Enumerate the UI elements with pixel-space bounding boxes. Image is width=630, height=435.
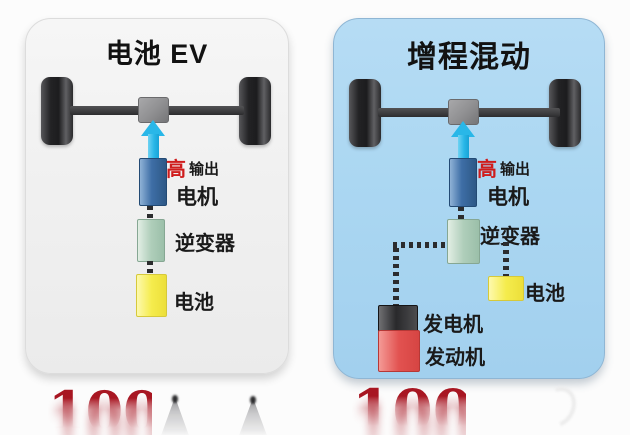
output-label: 输出 (189, 161, 220, 178)
left-wheel-icon (349, 79, 381, 147)
inverter-generator-connector-horizontal (393, 242, 448, 248)
battery-box (488, 276, 524, 301)
motor-inverter-connector (458, 207, 464, 220)
up-arrow-shaft (458, 135, 469, 159)
inverter-label: 逆变器 (480, 226, 540, 248)
left-wheel-icon (41, 77, 73, 145)
engine-box (378, 330, 420, 372)
generator-label: 发电机 (423, 314, 483, 336)
score-right-text: 100 (352, 377, 474, 435)
right-wheel-icon (239, 77, 271, 145)
motor-box (139, 158, 167, 206)
motor-box (449, 158, 477, 207)
score-left-text: 100 (48, 379, 161, 435)
motor-inverter-connector (147, 206, 153, 219)
inverter-box (447, 219, 480, 264)
motor-label: 电机 (487, 186, 529, 209)
generator-box (378, 305, 418, 332)
battery-label: 电池 (525, 283, 565, 305)
high-output-label: 高 (166, 159, 186, 181)
pen-tip-dot (172, 395, 178, 403)
high-output-label: 高 (477, 159, 497, 181)
range-extender-panel: 增程混动 高 输出 电机 逆变器 电池 发电机 发动机 (333, 18, 605, 379)
pen-tip-dot (250, 396, 256, 404)
inverter-battery-connector (147, 261, 153, 274)
battery-box (136, 274, 167, 317)
differential-box (138, 97, 169, 123)
inverter-label: 逆变器 (175, 233, 235, 255)
motor-label: 电机 (176, 186, 218, 209)
up-arrow-shaft (148, 134, 159, 161)
inverter-battery-connector (503, 242, 509, 277)
inverter-generator-connector-vertical (393, 248, 399, 305)
battery-ev-panel: 电池 EV 高 输出 电机 逆变器 电池 (25, 18, 289, 374)
score-left-blur: 100 (48, 384, 161, 435)
battery-ev-title: 电池 EV (105, 39, 209, 69)
score-right: 100 100 (352, 377, 474, 435)
watermark-swirl-icon (533, 380, 583, 434)
output-label: 输出 (500, 161, 531, 178)
battery-label: 电池 (174, 292, 214, 314)
up-arrow-icon (141, 120, 165, 136)
engine-label: 发动机 (425, 347, 485, 369)
score-left: 100 100 (48, 379, 161, 435)
score-right-blur: 100 (352, 382, 474, 435)
range-extender-title: 增程混动 (407, 41, 531, 74)
up-arrow-icon (451, 121, 475, 137)
inverter-box (137, 219, 165, 262)
